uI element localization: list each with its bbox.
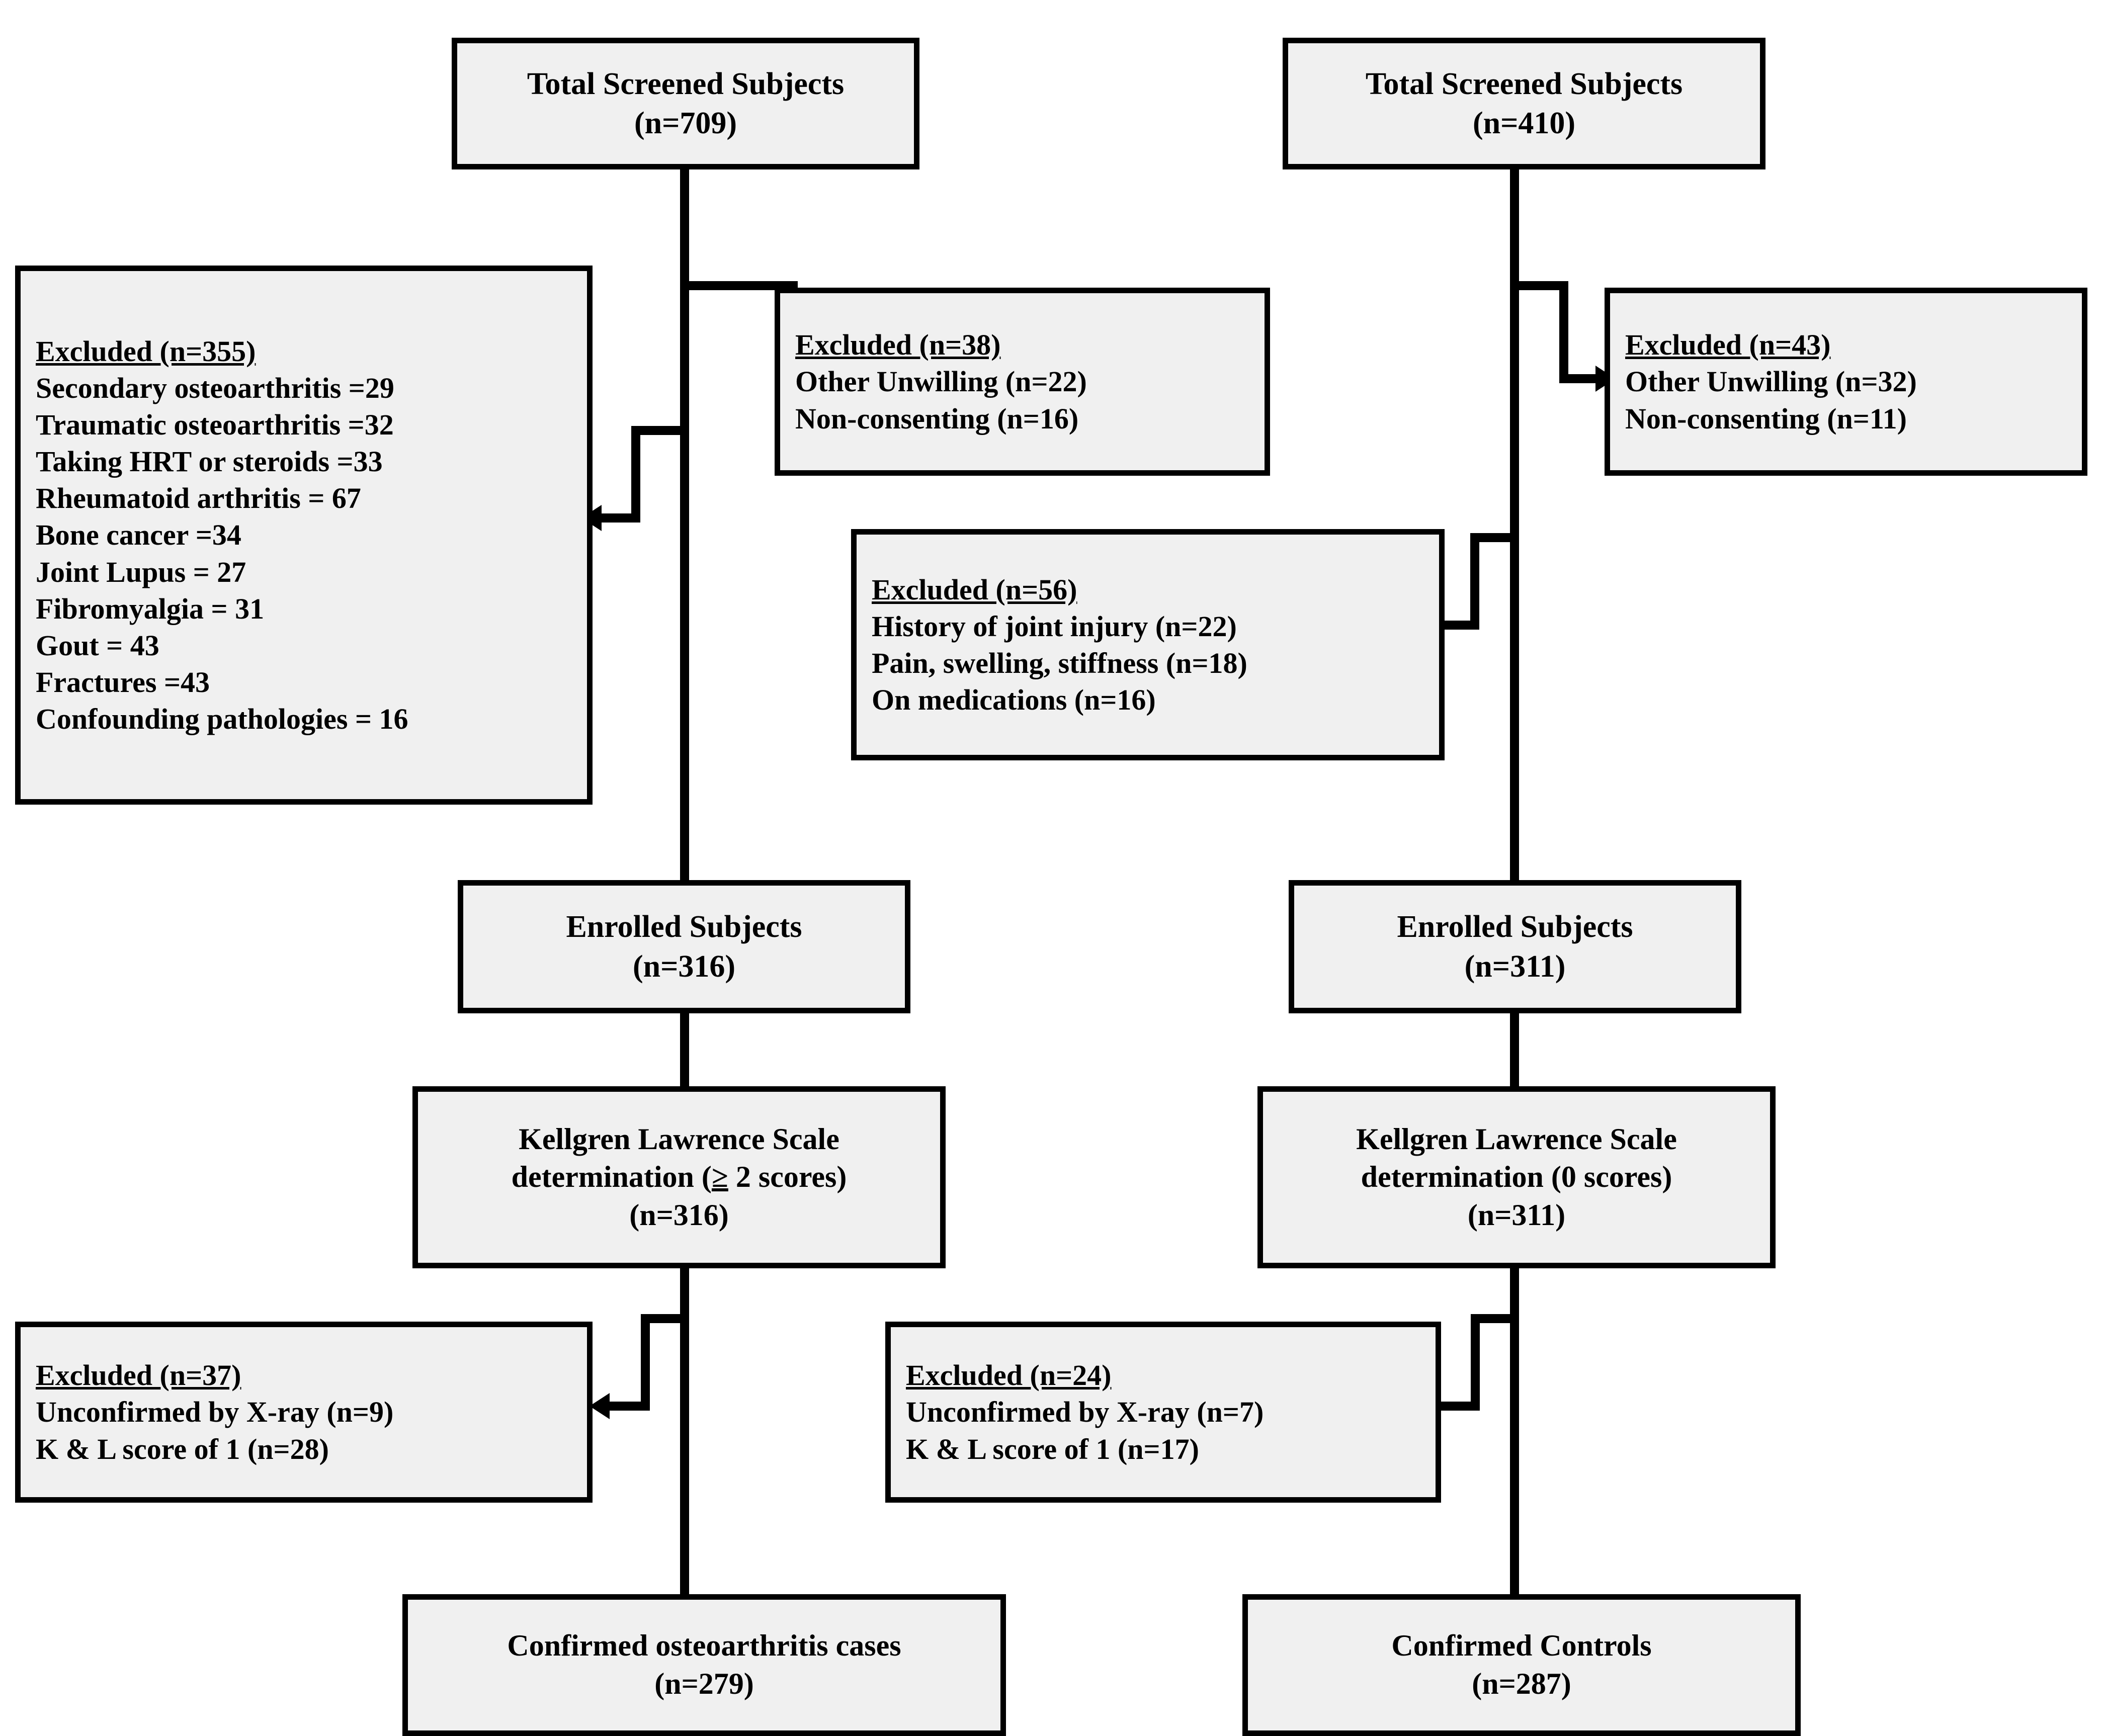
excluded-header: Excluded (n=355) [36,335,256,368]
node-count: (n=316) [632,949,736,984]
kl-line-2-pre: determination ( [511,1160,712,1194]
connector-controls-branch24-horizontal [1471,1314,1519,1323]
excluded-item: Unconfirmed by X-ray (n=9) [36,1396,394,1429]
node-title: Confirmed osteoarthritis cases [507,1629,901,1663]
connector-cases-branch355-vertical [631,426,640,523]
excluded-item: K & L score of 1 (n=28) [36,1432,329,1465]
connector-cases-enrolled-to-scale [680,1013,689,1089]
excluded-item: Other Unwilling (n=32) [1625,365,1917,398]
node-count: (n=287) [1472,1667,1571,1700]
excluded-item: Confounding pathologies = 16 [36,702,408,735]
connector-controls-branch56-horizontal [1470,533,1519,542]
excluded-item: K & L score of 1 (n=17) [906,1432,1199,1465]
excluded-item: Non-consenting (n=16) [795,402,1079,435]
node-controls-kl-scale: Kellgren Lawrence Scale determination (0… [1257,1086,1776,1268]
node-controls-excluded-xray: Excluded (n=24) Unconfirmed by X-ray (n=… [885,1322,1441,1503]
node-count: (n=316) [629,1198,729,1232]
node-controls-confirmed: Confirmed Controls (n=287) [1242,1594,1801,1736]
excluded-item: Fibromyalgia = 31 [36,592,265,625]
connector-cases-branch355-horizontal [631,426,689,435]
connector-cases-branch355-stub [602,513,640,523]
node-controls-enrolled: Enrolled Subjects (n=311) [1289,880,1741,1013]
node-cases-excluded-consent: Excluded (n=38) Other Unwilling (n=22) N… [775,288,1270,476]
kl-line-1: Kellgren Lawrence Scale [519,1122,839,1156]
connector-controls-enrolled-to-scale [1510,1013,1519,1089]
node-controls-excluded-criteria: Excluded (n=56) History of joint injury … [851,529,1445,760]
excluded-item: Rheumatoid arthritis = 67 [36,482,361,515]
excluded-header: Excluded (n=24) [906,1359,1112,1392]
connector-cases-branch38-horizontal [689,281,798,290]
connector-controls-branch24-vertical [1471,1314,1480,1411]
kl-line-1: Kellgren Lawrence Scale [1356,1122,1677,1156]
excluded-item: Fractures =43 [36,665,210,699]
excluded-item: Secondary osteoarthritis =29 [36,372,394,405]
excluded-item: Joint Lupus = 27 [36,555,246,588]
connector-controls-branch43-stub [1559,374,1597,383]
node-controls-total-screened: Total Screened Subjects (n=410) [1283,38,1765,169]
kl-line-2-post: 2 scores) [728,1160,847,1194]
connector-cases-trunk [680,169,689,880]
excluded-header: Excluded (n=38) [795,328,1001,362]
node-title: Enrolled Subjects [1397,910,1633,944]
node-title: Total Screened Subjects [1365,66,1683,101]
connector-controls-branch43-vertical [1559,281,1568,383]
connector-controls-scale-trunk [1510,1268,1519,1595]
connector-controls-branch24-stub [1440,1402,1480,1411]
excluded-header: Excluded (n=37) [36,1359,241,1392]
excluded-header: Excluded (n=43) [1625,328,1831,362]
node-title: Enrolled Subjects [566,910,802,944]
node-count: (n=311) [1464,949,1566,984]
connector-controls-branch43-horizontal [1519,281,1568,290]
excluded-item: Gout = 43 [36,629,159,662]
excluded-header: Excluded (n=56) [872,573,1077,606]
node-count: (n=311) [1467,1198,1566,1232]
node-cases-kl-scale: Kellgren Lawrence Scale determination (≥… [412,1086,946,1268]
connector-controls-trunk [1510,169,1519,880]
node-cases-excluded-criteria: Excluded (n=355) Secondary osteoarthriti… [15,266,593,805]
connector-cases-branch37-stub [610,1402,650,1411]
node-title: Confirmed Controls [1391,1629,1652,1663]
node-count: (n=279) [654,1667,754,1700]
node-controls-excluded-consent: Excluded (n=43) Other Unwilling (n=32) N… [1605,288,2087,476]
node-count: (n=410) [1472,106,1576,140]
node-cases-excluded-xray: Excluded (n=37) Unconfirmed by X-ray (n=… [15,1322,593,1503]
excluded-item: Pain, swelling, stiffness (n=18) [872,647,1247,679]
arrowhead-cases-to-excluded37 [590,1393,610,1419]
connector-controls-branch56-vertical [1470,533,1479,630]
kl-line-2: determination (≥ 2 scores) [512,1158,847,1196]
greater-equal-symbol: ≥ [711,1160,728,1194]
node-cases-total-screened: Total Screened Subjects (n=709) [452,38,919,169]
node-count: (n=709) [634,106,737,140]
excluded-item: Traumatic osteoarthritis =32 [36,408,394,442]
excluded-item: History of joint injury (n=22) [872,610,1237,643]
excluded-item: Taking HRT or steroids =33 [36,445,383,478]
connector-cases-branch37-horizontal [641,1314,689,1323]
kl-line-2: determination (0 scores) [1361,1160,1672,1194]
excluded-item: On medications (n=16) [872,683,1156,717]
excluded-item: Other Unwilling (n=22) [795,365,1087,398]
node-cases-confirmed: Confirmed osteoarthritis cases (n=279) [402,1594,1006,1736]
node-cases-enrolled: Enrolled Subjects (n=316) [458,880,910,1013]
node-title: Total Screened Subjects [527,66,845,101]
excluded-item: Bone cancer =34 [36,518,241,552]
connector-controls-branch56-stub [1444,621,1479,630]
excluded-item: Non-consenting (n=11) [1625,402,1907,435]
connector-cases-scale-trunk [680,1268,689,1595]
excluded-item: Unconfirmed by X-ray (n=7) [906,1396,1264,1429]
connector-cases-branch37-vertical [641,1314,650,1411]
